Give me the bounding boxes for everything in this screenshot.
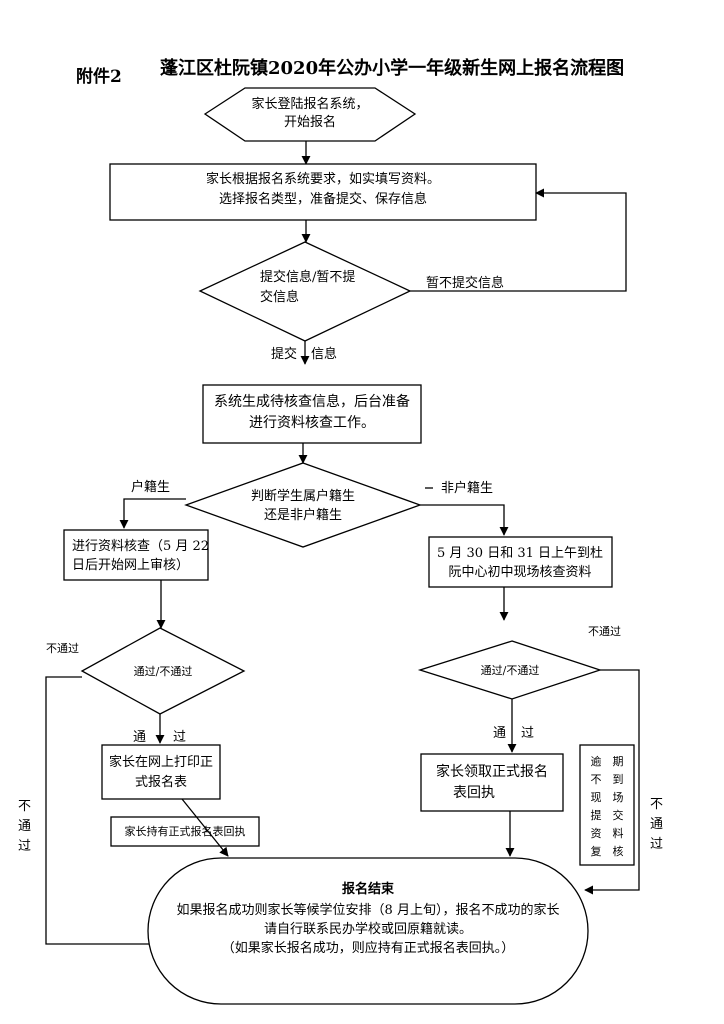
- label-pass-left-b: 过: [173, 730, 186, 745]
- label-fail-left-side-3: 过: [18, 839, 31, 854]
- arrow-fail-left: [45, 676, 163, 949]
- overdue-note-4: 提 交: [591, 808, 624, 822]
- non-hukou-review-text-2: 阮中心初中现场核查资料: [448, 565, 591, 580]
- label-submit-a: 提交: [271, 346, 297, 362]
- decision-submit-text-2: 交信息: [260, 289, 299, 305]
- page-title: 蓬江区杜阮镇2020年公办小学一年级新生网上报名流程图: [160, 57, 624, 79]
- decision-hukou-text-1: 判断学生属户籍生: [251, 488, 355, 504]
- hold-form-note-box: [110, 816, 260, 847]
- generate-text-1: 系统生成待核查信息，后台准备: [214, 393, 410, 410]
- end-terminal: [147, 857, 589, 1005]
- arrow-print-end: [181, 798, 229, 857]
- generate-text-2: 进行资料核查工作。: [249, 415, 375, 431]
- arrow-hukou-branch: [119, 498, 186, 529]
- hukou-review-text-1: 进行资料核查（5 月 22: [72, 539, 209, 554]
- start-hexagon: [203, 87, 417, 142]
- hukou-review-box: [63, 529, 209, 581]
- overdue-note-6: 复 核: [591, 844, 624, 858]
- label-fail-right-side-3: 过: [650, 837, 663, 852]
- fill-info-box: [109, 163, 537, 221]
- annex-label: 附件2: [76, 66, 122, 87]
- decision-pass-right-text: 通过/不通过: [481, 664, 540, 677]
- label-pass-right-a: 通: [493, 726, 506, 741]
- arrow-loop-not-submit: [410, 188, 627, 292]
- receive-form-text-2: 表回执: [453, 785, 495, 801]
- overdue-note-box: [579, 744, 635, 866]
- label-fail-left-top: 不通过: [46, 642, 79, 655]
- label-hukou: 户籍生: [131, 479, 170, 495]
- non-hukou-review-text-1: 5 月 30 日和 31 日上午到杜: [437, 546, 603, 561]
- hold-form-note-text: 家长持有正式报名表回执: [125, 824, 246, 838]
- label-pass-left-a: 通: [133, 730, 146, 745]
- label-fail-left-side-2: 通: [18, 819, 31, 834]
- decision-submit-text-1: 提交信息/暂不提: [260, 269, 355, 285]
- hukou-review-text-2: 日后开始网上审核）: [72, 558, 189, 573]
- receive-form-text-1: 家长领取正式报名: [436, 763, 548, 780]
- fill-info-text-2: 选择报名类型，准备提交、保存信息: [219, 191, 427, 207]
- decision-hukou-diamond: [184, 462, 422, 548]
- decision-hukou-text-2: 还是非户籍生: [264, 507, 342, 523]
- fill-info-text-1: 家长根据报名系统要求，如实填写资料。: [206, 171, 440, 187]
- label-fail-left-side-1: 不: [18, 799, 31, 814]
- label-fail-right-top: 不通过: [588, 625, 621, 638]
- non-hukou-review-box: [428, 536, 613, 588]
- arrow-fail-right: [584, 669, 640, 895]
- label-pass-right-b: 过: [521, 726, 534, 741]
- overdue-note-5: 资 料: [591, 826, 624, 840]
- label-fail-right-side-2: 通: [650, 817, 663, 832]
- end-title: 报名结束: [342, 881, 395, 897]
- generate-box: [202, 384, 422, 444]
- print-form-text-1: 家长在网上打印正: [109, 754, 213, 770]
- start-text-1: 家长登陆报名系统，: [251, 96, 368, 112]
- end-text-3: （如果家长报名成功，则应持有正式报名表回执。）: [222, 940, 515, 956]
- end-text-2: 请自行联系民办学校或回原籍就读。: [264, 921, 472, 937]
- arrow-non-hukou-branch: [420, 504, 509, 536]
- print-form-text-2: 式报名表: [135, 774, 187, 790]
- label-non-hukou: 非户籍生: [441, 480, 493, 496]
- label-submit-b: 信息: [311, 346, 337, 362]
- start-text-2: 开始报名: [284, 114, 336, 130]
- overdue-note-1: 逾 期: [591, 754, 624, 768]
- overdue-note-2: 不 到: [591, 773, 624, 786]
- end-text-1: 如果报名成功则家长等候学位安排（8 月上旬），报名不成功的家长: [177, 902, 560, 918]
- print-form-box: [101, 744, 221, 800]
- decision-pass-left-text: 通过/不通过: [134, 665, 193, 678]
- label-not-submit: 暂不提交信息: [426, 275, 504, 291]
- decision-submit-diamond: [198, 241, 412, 342]
- overdue-note-3: 现 场: [591, 790, 624, 804]
- receive-form-box: [420, 753, 564, 812]
- label-fail-right-side-1: 不: [650, 797, 663, 812]
